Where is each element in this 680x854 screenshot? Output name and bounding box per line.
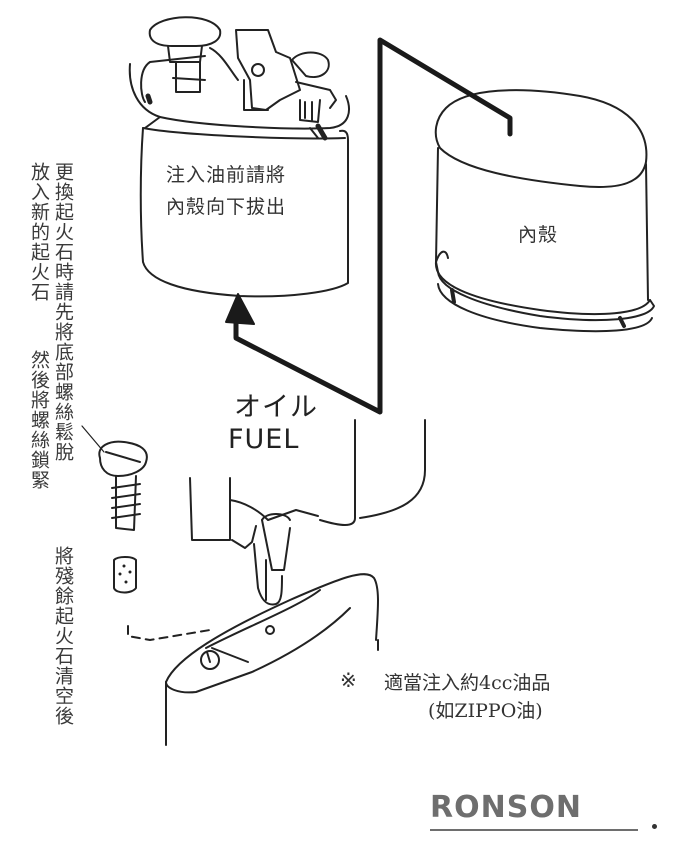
lighter-mechanism — [148, 16, 337, 123]
arrow-head — [225, 293, 255, 325]
body-instruction-line1: 注入油前請將 — [166, 164, 287, 186]
flint-instruction-col1: 更換起火石時請先將底部螺絲鬆脫 — [52, 162, 74, 462]
flint-dashed-leader — [127, 625, 211, 641]
body-instruction-line2: 內殼向下拔出 — [166, 196, 287, 218]
ronson-logo: RONSON — [430, 790, 582, 825]
bottom-case — [165, 573, 379, 746]
flint-instruction-col2b: 然後將螺絲鎖緊 — [28, 350, 50, 490]
fuel-en-label: FUEL — [228, 424, 300, 455]
inner-shell-drawing — [434, 89, 655, 333]
flint-instruction-col1b: 將殘餘起火石清空後 — [52, 546, 74, 726]
lighter-case — [128, 55, 350, 298]
assembly-arrow — [233, 37, 513, 415]
note-line1: 適當注入約4cc油品 — [384, 672, 551, 694]
ronson-logo-dot — [652, 824, 657, 829]
fuel-jp-label: オイル — [234, 392, 318, 423]
flint-parts — [81, 425, 148, 594]
flint-instruction-col2: 放入新的起火石 — [28, 162, 50, 302]
inner-shell-label: 內殼 — [518, 224, 559, 246]
fuel-chamber — [189, 419, 426, 606]
note-mark: ※ — [340, 668, 357, 692]
note-line2: (如ZIPPO油) — [428, 700, 543, 722]
ronson-logo-underline — [430, 829, 638, 831]
